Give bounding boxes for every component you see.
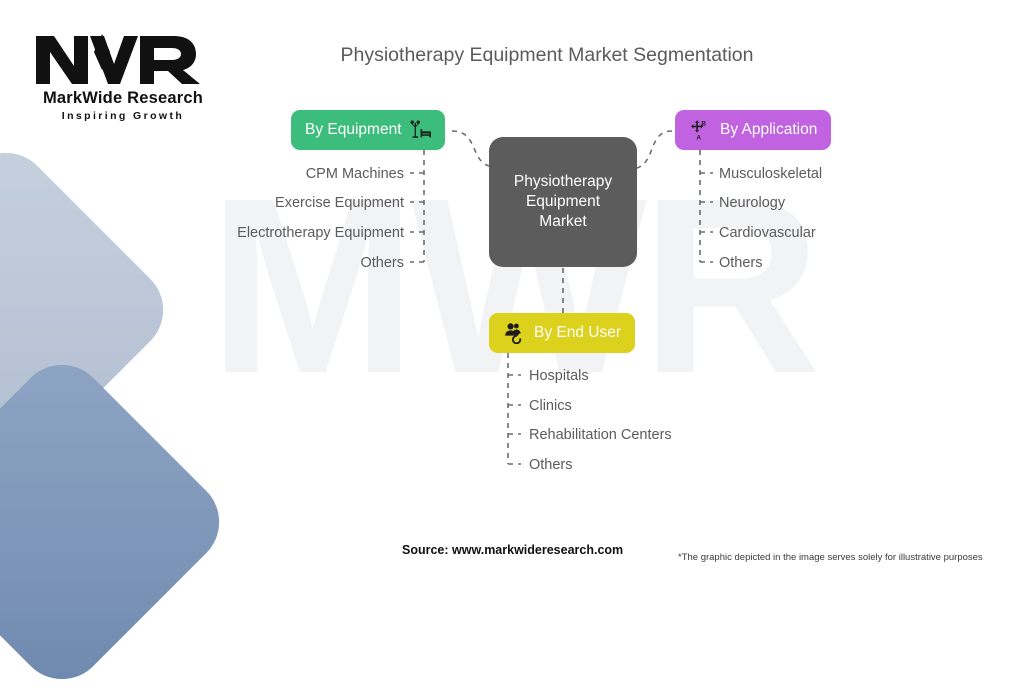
logo-mark-icon (36, 34, 200, 84)
center-node: Physiotherapy Equipment Market (489, 137, 637, 267)
leaf-equipment-2: Exercise Equipment (275, 195, 404, 211)
leaf-equipment-3: Electrotherapy Equipment (237, 225, 404, 241)
diagram-canvas: MWR (0, 30, 983, 697)
transfer-a-to-b-icon: B A (689, 119, 713, 141)
center-node-line-1: Physiotherapy (513, 173, 613, 190)
branch-label-end-user: By End User (534, 324, 622, 341)
hospital-bed-iv-stand-icon (409, 120, 431, 140)
source-label: Source: www.markwideresearch.com (402, 543, 624, 557)
center-node-label: Physiotherapy Equipment Market (514, 172, 612, 232)
leaf-application-1: Musculoskeletal (719, 166, 823, 182)
leaf-application-4: Others (719, 255, 763, 271)
leaf-end-user-2: Clinics (529, 398, 572, 414)
leaf-end-user-4: Others (529, 457, 573, 473)
branch-label-application: By Application (720, 121, 818, 138)
leaf-equipment-4: Others (360, 255, 404, 271)
svg-text:B: B (701, 121, 706, 128)
leaf-equipment-1: CPM Machines (305, 166, 404, 182)
center-node-line-3: Market (539, 213, 587, 230)
leaf-end-user-1: Hospitals (529, 368, 589, 384)
leaf-application-3: Cardiovascular (719, 225, 816, 241)
branch-badge-end-user[interactable]: By End User (489, 313, 636, 353)
leaf-end-user-3: Rehabilitation Centers (529, 427, 672, 443)
logo-company-name: MarkWide Research (42, 89, 204, 107)
brand-logo: MarkWide Research Inspiring Growth (28, 30, 218, 122)
connector-wires (410, 130, 713, 465)
page-title: Physiotherapy Equipment Market Segmentat… (340, 44, 754, 66)
branch-badge-equipment[interactable]: By Equipment (291, 110, 445, 150)
branch-badge-application[interactable]: B A By Application (675, 110, 832, 150)
svg-text:A: A (696, 134, 701, 141)
branch-label-equipment: By Equipment (305, 121, 402, 138)
disclaimer-label: *The graphic depicted in the image serve… (678, 552, 983, 563)
users-refresh-icon (503, 322, 527, 344)
leaf-application-2: Neurology (719, 195, 786, 211)
logo-tagline: Inspiring Growth (61, 110, 185, 122)
center-node-line-2: Equipment (525, 193, 601, 210)
